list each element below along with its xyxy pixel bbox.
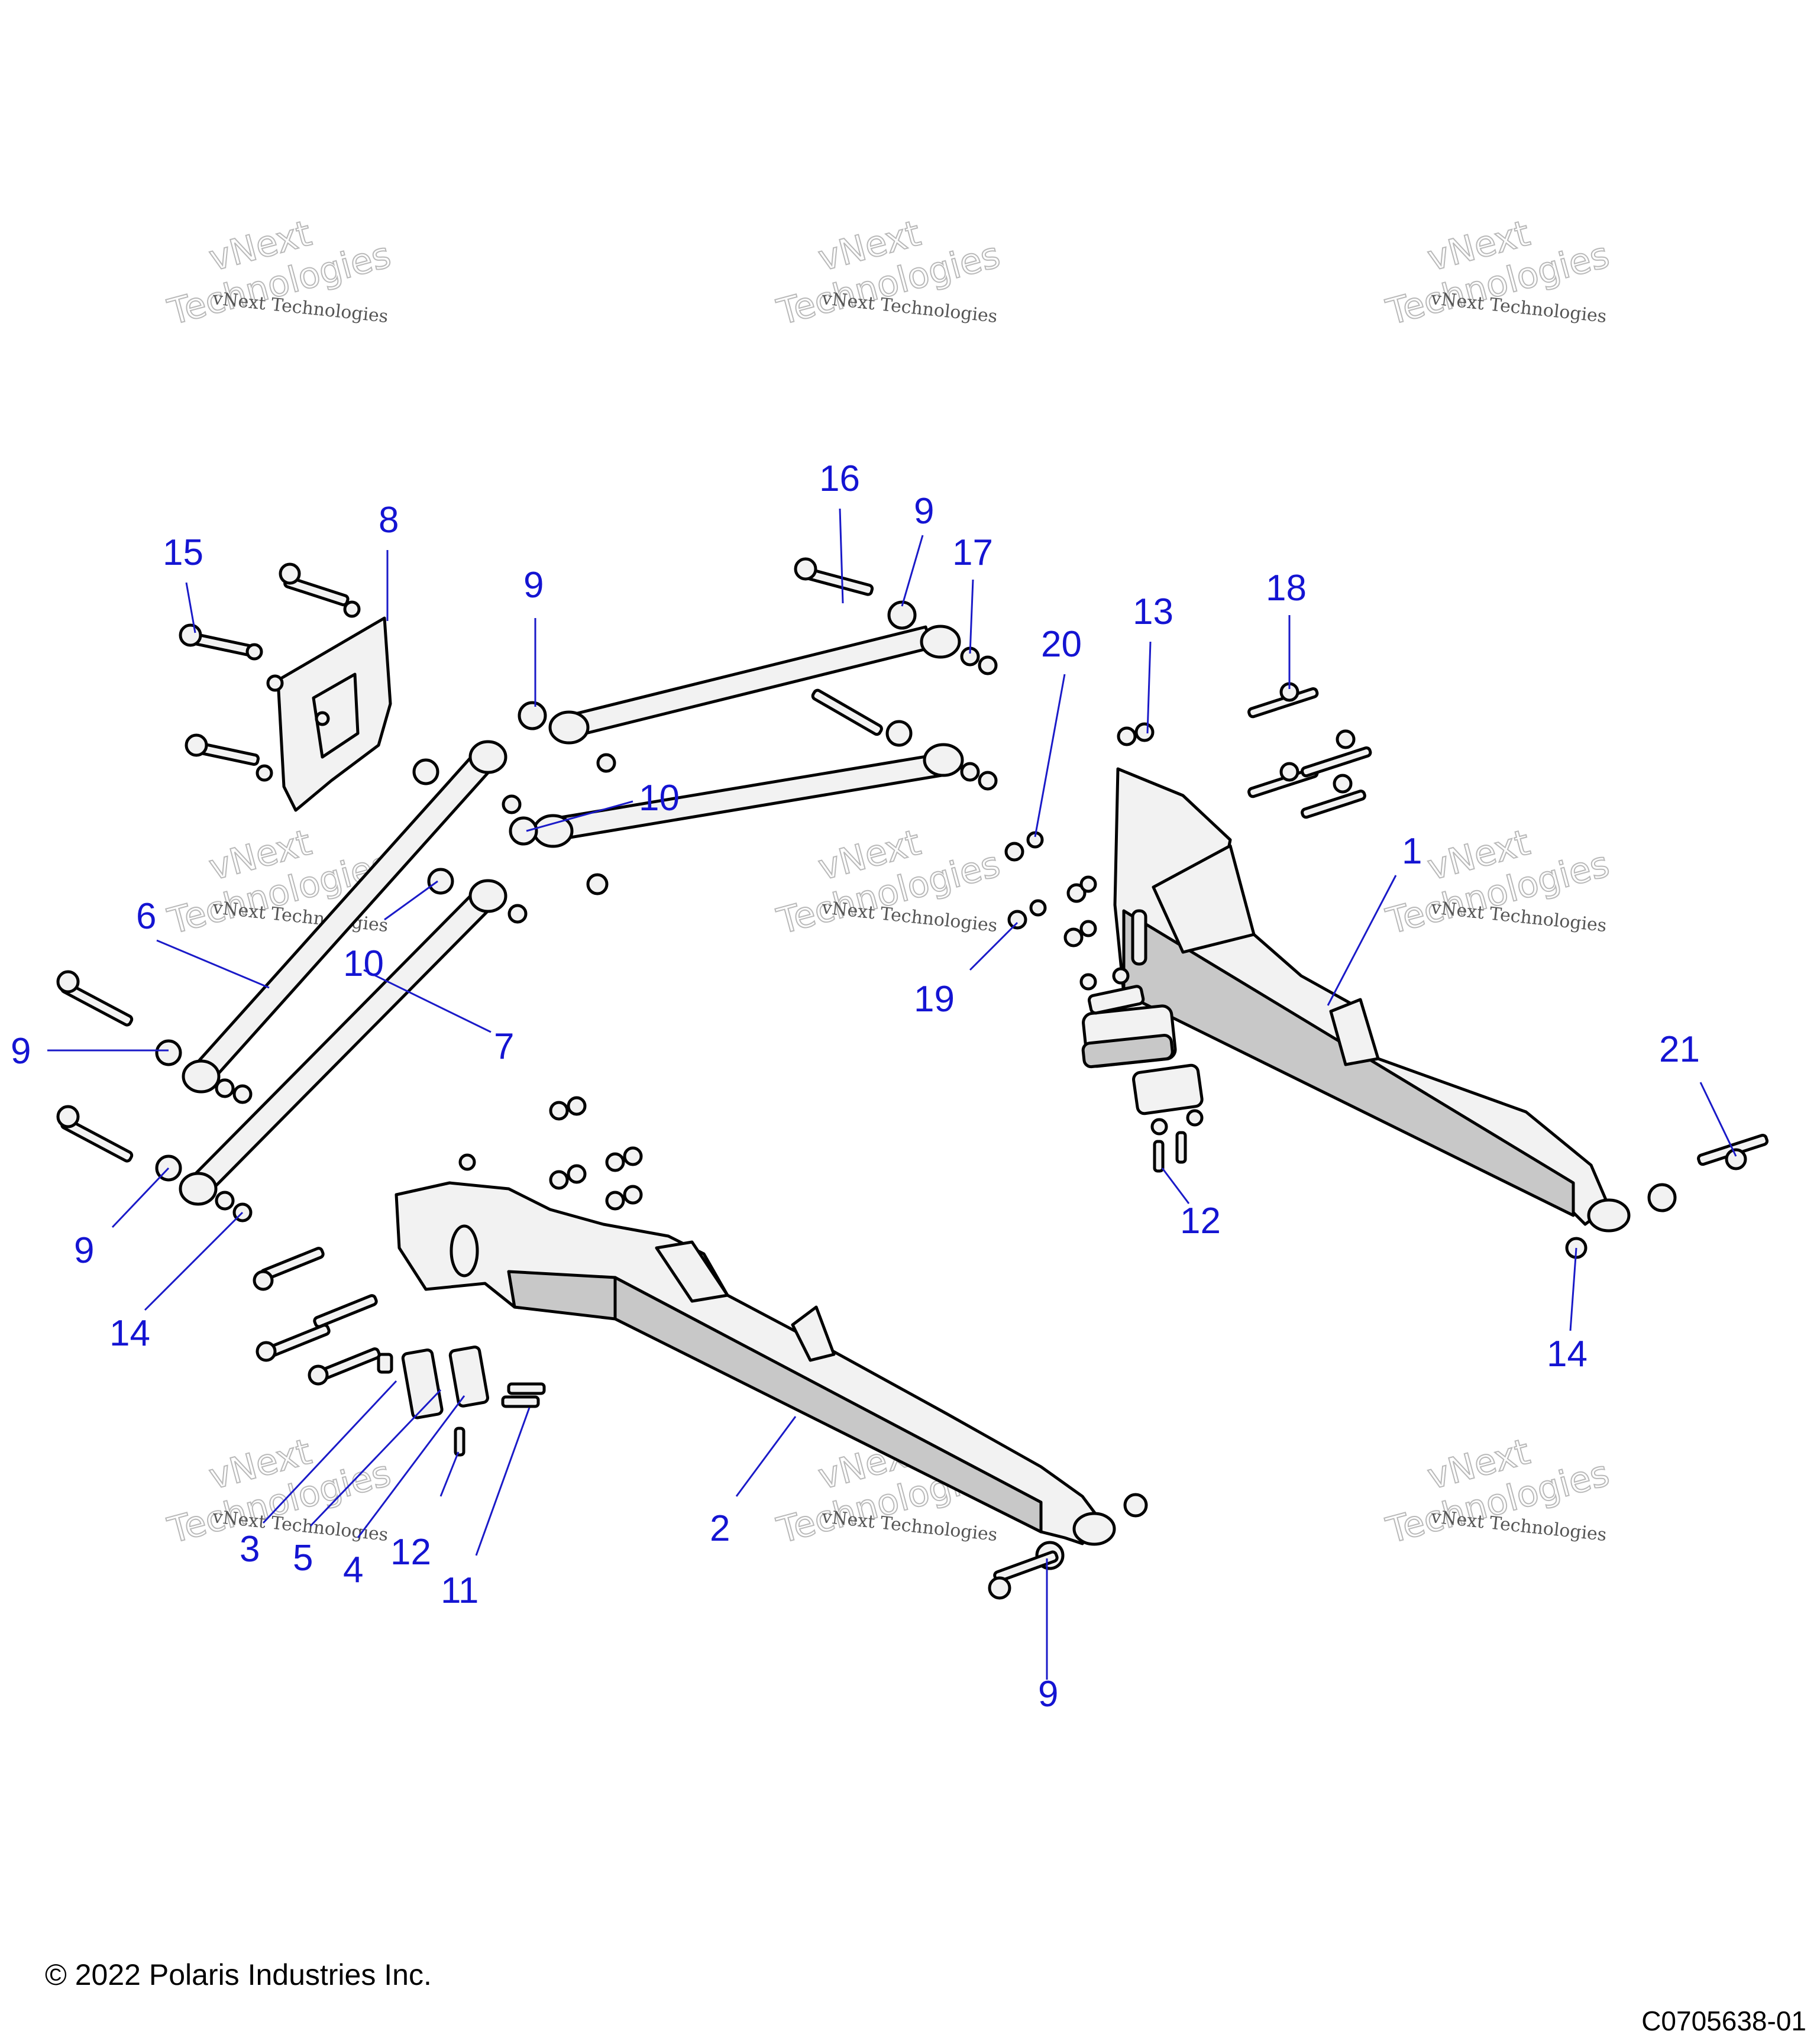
leader-lines bbox=[47, 508, 1737, 1680]
callout-9-left-lower: 9 bbox=[74, 1230, 94, 1271]
callout-9-upper-link: 9 bbox=[523, 565, 544, 606]
bolt-group-part-15 bbox=[179, 562, 361, 782]
copyright-text: © 2022 Polaris Industries Inc. bbox=[45, 1958, 432, 1991]
callout-4: 4 bbox=[343, 1550, 363, 1590]
callout-14-right: 14 bbox=[1547, 1334, 1588, 1374]
callout-1: 1 bbox=[1402, 831, 1422, 872]
callout-13: 13 bbox=[1133, 591, 1173, 632]
callout-5: 5 bbox=[293, 1538, 313, 1579]
watermark-low-right: vNext Technologies vNext Technologies bbox=[1382, 1431, 1614, 1553]
callout-labels: 1 2 3 4 5 6 7 8 9 9 9 9 9 10 10 11 12 12… bbox=[11, 458, 1700, 1715]
callout-9-left-upper: 9 bbox=[11, 1031, 31, 1072]
callout-17: 17 bbox=[952, 532, 993, 573]
upper-link-rear bbox=[518, 600, 998, 773]
callout-15: 15 bbox=[163, 532, 203, 573]
callout-19: 19 bbox=[914, 979, 955, 1020]
callout-21: 21 bbox=[1659, 1029, 1700, 1070]
watermark-mid-center: vNext Technologies vNext Technologies bbox=[772, 822, 1005, 943]
callout-6: 6 bbox=[136, 896, 156, 937]
callout-3: 3 bbox=[240, 1529, 260, 1570]
callout-9-top: 9 bbox=[914, 491, 934, 532]
callout-7: 7 bbox=[494, 1026, 514, 1067]
callout-10-upper: 10 bbox=[639, 778, 680, 819]
upper-link-front bbox=[502, 743, 998, 895]
callout-9-bottom: 9 bbox=[1038, 1674, 1058, 1715]
callout-12-left: 12 bbox=[390, 1532, 431, 1573]
callout-10-lower: 10 bbox=[343, 943, 384, 984]
figure-id-text: C0705638-01 bbox=[1641, 2006, 1806, 2036]
callout-20: 20 bbox=[1041, 624, 1082, 665]
bolt-part-16 bbox=[794, 557, 874, 596]
link-part-7 bbox=[56, 868, 528, 1222]
callout-11: 11 bbox=[441, 1570, 479, 1611]
callout-14-left: 14 bbox=[109, 1313, 150, 1354]
trailing-arm-part-1 bbox=[1004, 682, 1769, 1259]
callout-2: 2 bbox=[710, 1508, 730, 1549]
callout-8: 8 bbox=[379, 500, 399, 541]
watermark-top-center: vNext Technologies vNext Technologies bbox=[772, 212, 1005, 334]
watermark-top-left: vNext Technologies vNext Technologies bbox=[163, 212, 396, 334]
callout-16: 16 bbox=[819, 458, 860, 499]
trailing-arm-part-2 bbox=[253, 1096, 1148, 1600]
mount-plate-part-8 bbox=[276, 616, 392, 812]
link-part-6 bbox=[56, 740, 507, 1104]
callout-18: 18 bbox=[1266, 568, 1307, 609]
callout-12-right: 12 bbox=[1180, 1201, 1221, 1241]
watermark-top-right: vNext Technologies vNext Technologies bbox=[1382, 212, 1614, 334]
